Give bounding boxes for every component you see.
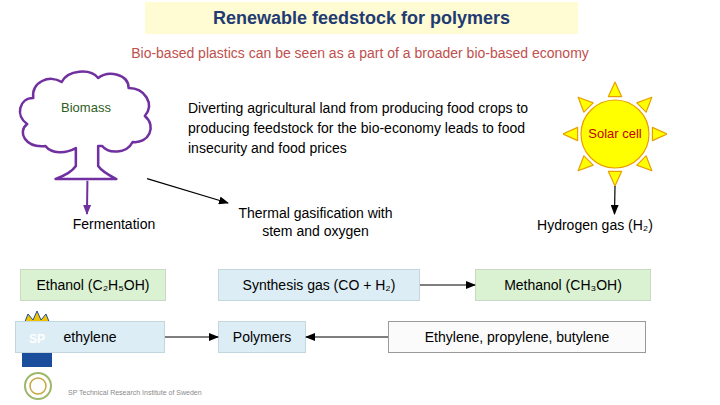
node-text: Hydrogen gas (H₂) xyxy=(537,216,653,234)
flow-arrow xyxy=(614,186,616,214)
logo-letters: SP xyxy=(22,332,52,346)
node-text: Polymers xyxy=(233,328,291,346)
flow-arrow xyxy=(306,336,388,337)
product-box: Ethylene, propylene, butylene xyxy=(388,321,646,353)
flow-arrow xyxy=(165,336,218,337)
product-box: Synthesis gas (CO + H₂) xyxy=(218,269,420,301)
subtitle: Bio-based plastics can be seen as a part… xyxy=(0,45,720,61)
flow-arrow xyxy=(147,179,228,203)
node-text: ethylene xyxy=(64,328,117,346)
process-step: Thermal gasification with stem and oxyge… xyxy=(228,203,403,241)
node-text: Thermal gasification with stem and oxyge… xyxy=(228,204,403,240)
tree-outline xyxy=(15,68,157,182)
node-text: Synthesis gas (CO + H₂) xyxy=(243,276,396,294)
node-text: Solar cell xyxy=(588,126,641,142)
flow-arrow xyxy=(86,181,88,214)
slide-title: Renewable feedstock for polymers xyxy=(213,8,510,29)
process-step: Hydrogen gas (H₂) xyxy=(520,214,670,236)
node-text: Fermentation xyxy=(73,215,155,233)
node-text: Ethylene, propylene, butylene xyxy=(425,328,609,346)
flow-arrow xyxy=(420,284,475,285)
title-banner: Renewable feedstock for polymers xyxy=(145,2,578,34)
institute-name: SP Technical Research Institute of Swede… xyxy=(68,389,278,396)
note-text: Diverting agricultural land from produci… xyxy=(188,98,540,158)
node-text: Ethanol (C₂H₅OH) xyxy=(37,276,150,294)
node-text: Methanol (CH₃OH) xyxy=(504,276,622,294)
biomass-tree: Biomass xyxy=(15,68,157,182)
product-box: Polymers xyxy=(218,321,306,353)
node-text: Biomass xyxy=(61,100,111,117)
process-step: Fermentation xyxy=(62,214,166,234)
product-box: Methanol (CH₃OH) xyxy=(475,269,651,301)
sun-shape: Solar cell xyxy=(563,72,667,196)
product-box: Ethanol (C₂H₅OH) xyxy=(20,269,166,301)
